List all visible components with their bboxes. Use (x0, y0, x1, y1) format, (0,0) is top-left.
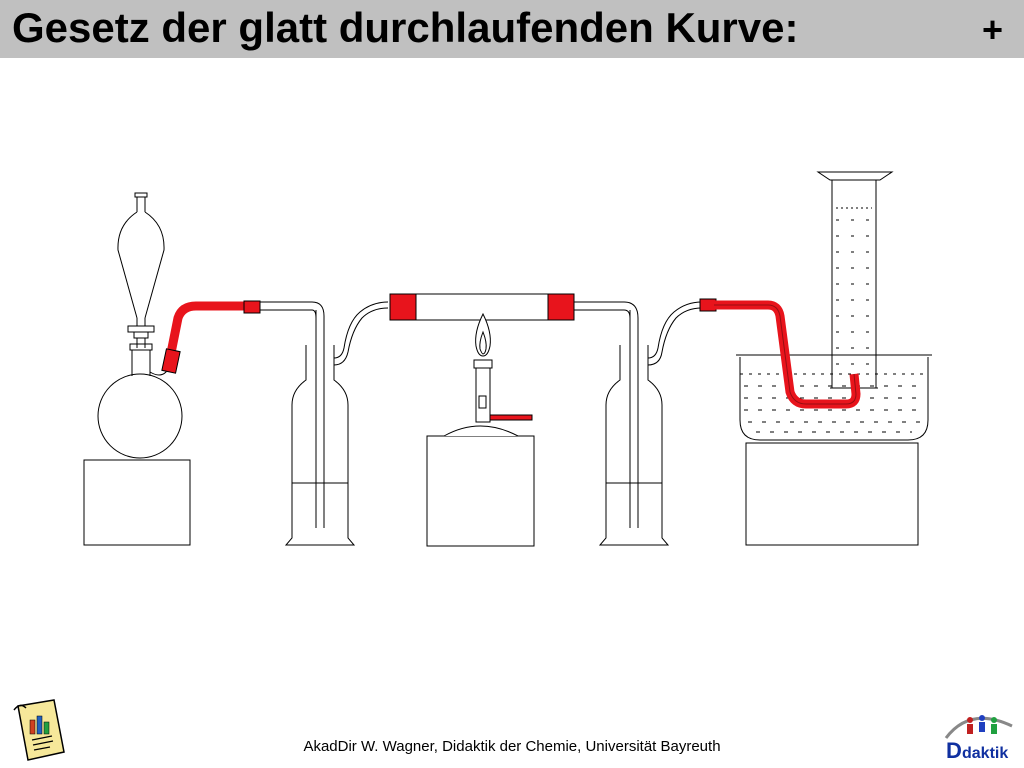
measuring-cylinder (816, 171, 894, 389)
tube-connector (699, 298, 717, 312)
tube-connector (243, 300, 261, 314)
gas-washing-bottle-2 (598, 301, 703, 546)
pneumatic-trough (736, 354, 932, 441)
footer-credit: AkadDir W. Wagner, Didaktik der Chemie, … (303, 738, 721, 755)
red-tubing-left (165, 301, 246, 359)
title-bar (0, 0, 1024, 58)
dropping-funnel (117, 192, 165, 348)
left-stand-block (83, 459, 191, 546)
didaktik-logo-text: daktik (962, 745, 1008, 762)
slide-title: Gesetz der glatt durchlaufenden Kurve: (12, 4, 799, 51)
round-bottom-flask (97, 343, 183, 459)
didaktik-logo: D daktik (944, 715, 1013, 763)
didaktik-logo-letter: D (946, 738, 962, 763)
combustion-tube (389, 293, 575, 321)
document-logo (13, 699, 65, 761)
red-tubing-right (714, 300, 861, 409)
gas-washing-bottle-1 (284, 301, 389, 546)
bunsen-burner (443, 312, 533, 437)
middle-stand-block (426, 435, 535, 547)
tube-connector (161, 348, 181, 374)
right-stand-block (745, 442, 919, 546)
title-marker: + (982, 9, 1004, 50)
